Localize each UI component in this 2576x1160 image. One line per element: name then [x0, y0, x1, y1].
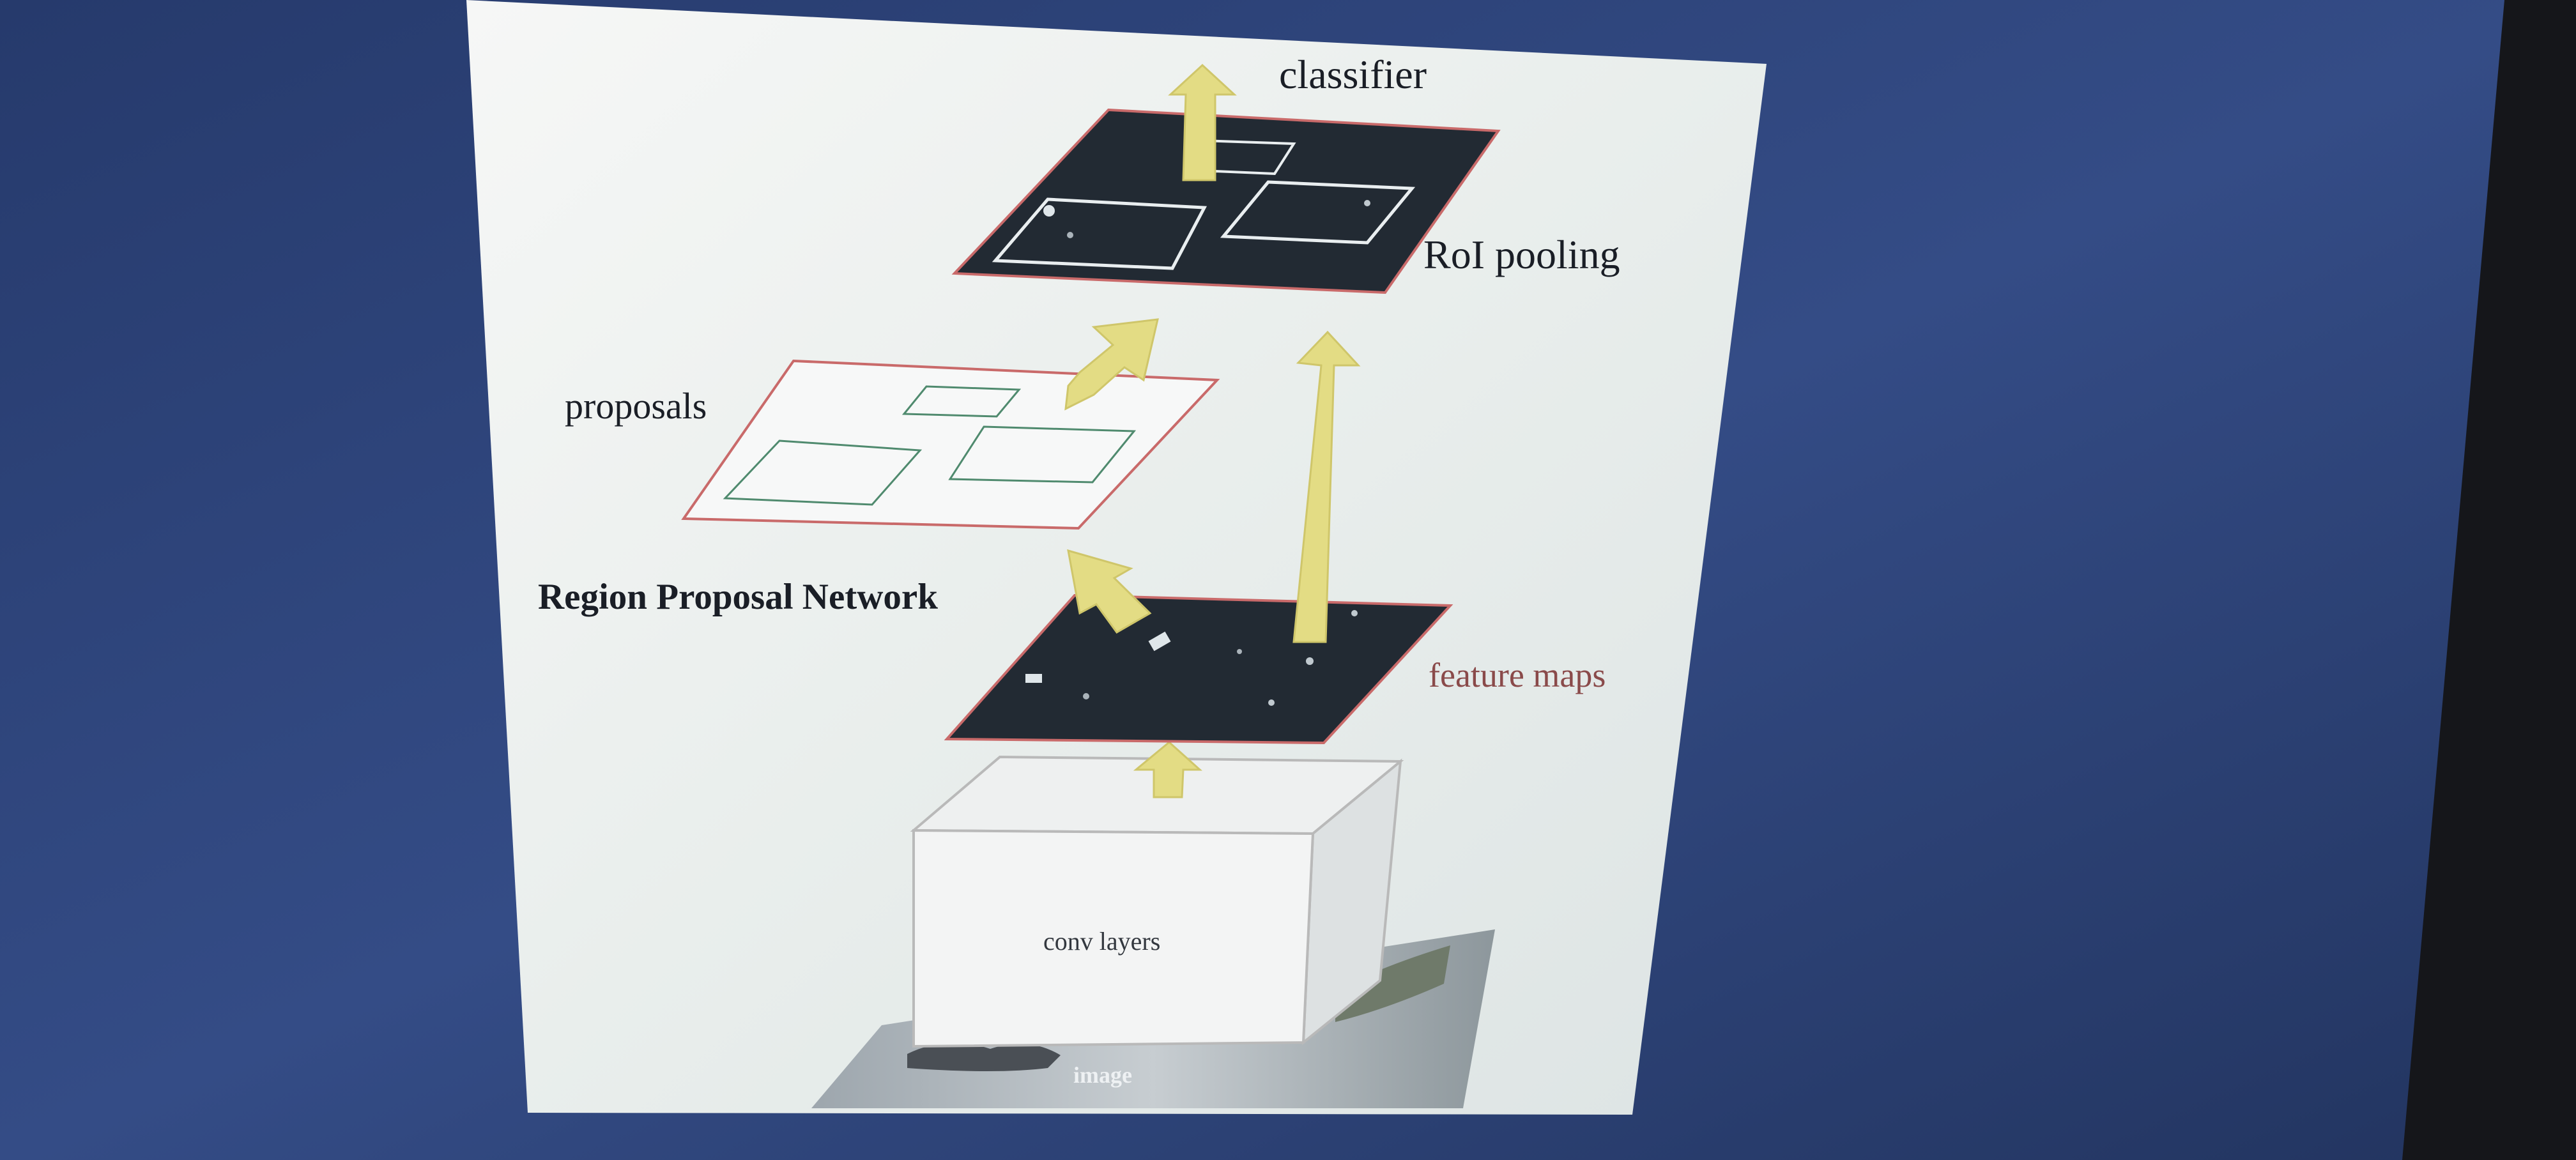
- roi-box: [992, 197, 1208, 270]
- roi-box: [1220, 180, 1416, 245]
- conv-layers-label: conv layers: [1043, 927, 1160, 956]
- rpn-label: Region Proposal Network: [538, 577, 938, 617]
- proposals-plane: [681, 359, 1220, 530]
- proposals-label: proposals: [565, 385, 707, 427]
- roi-pooling-plane: [951, 108, 1501, 294]
- feature-maps-label: feature maps: [1429, 656, 1606, 694]
- arrow-feature-maps-to-roi: [1292, 330, 1361, 643]
- conv-layers-block: conv layers: [910, 755, 1404, 1048]
- proposal-box: [901, 385, 1022, 418]
- slide-page: [466, 0, 1767, 1115]
- arrow-roi-to-classifier: [1168, 63, 1237, 181]
- proposal-box: [948, 425, 1137, 484]
- classifier-label: classifier: [1279, 52, 1427, 97]
- arrow-rpn-to-proposals: [1067, 549, 1152, 634]
- roi-pooling-label: RoI pooling: [1423, 232, 1620, 277]
- arrow-conv-to-feature-maps: [1133, 741, 1202, 798]
- proposal-box: [723, 439, 923, 506]
- image-label: image: [1073, 1062, 1132, 1088]
- monitor-bezel: [2402, 0, 2576, 1160]
- arrow-proposals-to-roi: [1064, 318, 1159, 411]
